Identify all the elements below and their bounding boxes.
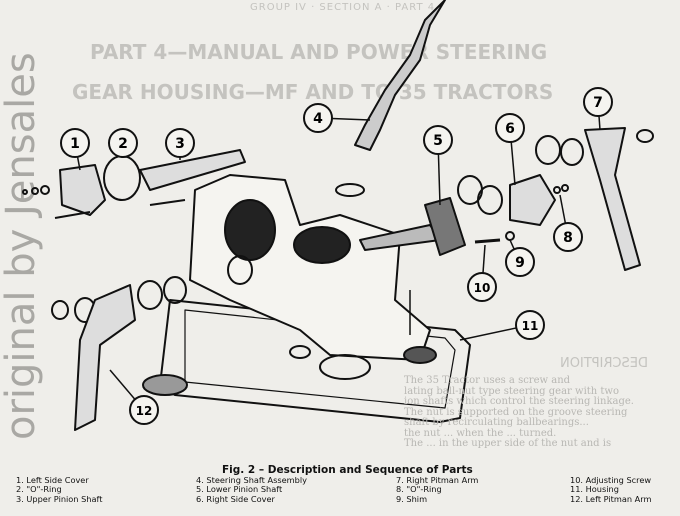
callout-1: 1 [60,128,90,171]
callout-4: 4 [303,103,371,133]
show-through-title-2: GEAR HOUSING—MF AND TO 35 TRACTORS [72,80,554,104]
show-through-line: the nut ... when the ... turned. [404,427,557,439]
legend-column-4: 10. Adjusting Screw 11. Housing 12. Left… [570,475,652,504]
callout-2: 2 [108,128,138,159]
legend-item: 10. Adjusting Screw [570,475,652,485]
right-side-cover [509,174,556,226]
callout-6: 6 [495,113,525,186]
svg-text:5: 5 [433,133,443,149]
left-side-cover [59,164,106,216]
callout-3: 3 [165,128,195,160]
svg-text:12: 12 [136,404,153,418]
legend-item: 12. Left Pitman Arm [570,493,652,504]
legend-item: 4. Steering Shaft Assembly [196,475,307,485]
callout-5: 5 [423,125,453,206]
svg-text:2: 2 [118,136,128,152]
legend-column-1: 1. Left Side Cover 2. "O"-Ring 3. Upper … [16,475,103,504]
svg-text:7: 7 [593,95,603,111]
legend-item: 1. Left Side Cover [16,475,89,485]
legend-item: 7. Right Pitman Arm [396,475,479,485]
svg-text:1: 1 [70,136,80,152]
svg-text:6: 6 [505,121,515,137]
right-pitman-arm [584,127,641,271]
show-through-line: The nut is supported on the groove steer… [404,406,628,418]
svg-text:10: 10 [474,281,491,295]
svg-text:11: 11 [522,319,539,333]
steering-shaft [354,0,446,151]
upper-pinion-shaft [139,149,246,191]
left-pitman-arm [74,284,136,431]
svg-text:4: 4 [313,111,323,127]
show-through-line: The ... in the upper side of the nut and… [404,438,612,449]
legend-item: 9. Shim [396,493,428,504]
show-through-line: ion shafts which control the steering li… [404,396,634,407]
svg-text:8: 8 [563,230,573,246]
legend-column-3: 7. Right Pitman Arm 8. "O"-Ring 9. Shim [396,475,479,504]
callout-7: 7 [583,87,613,131]
legend-item: 11. Housing [570,484,619,495]
callout-8: 8 [553,194,583,252]
show-through-line: lating ball-nut type steering gear with … [404,385,619,397]
svg-text:3: 3 [175,136,185,152]
legend-item: 8. "O"-Ring [396,484,442,495]
show-through-description-heading: DESCRIPTION [560,356,648,371]
callout-12: 12 [109,369,159,425]
callout-10: 10 [467,244,497,302]
show-through-title-1: PART 4—MANUAL AND POWER STEERING [90,40,548,64]
show-through-line: The 35 Tractor uses a screw and [404,375,571,386]
legend-item: 5. Lower Pinion Shaft [196,484,283,495]
svg-text:9: 9 [515,255,525,271]
figure-caption: Fig. 2 – Description and Sequence of Par… [222,464,473,476]
housing-body [189,174,431,361]
callout-11: 11 [459,310,545,341]
callout-9: 9 [505,239,535,277]
legend-item: 3. Upper Pinion Shaft [16,493,103,504]
show-through-header: GROUP IV · SECTION A · PART 4 [250,2,436,13]
legend-column-2: 4. Steering Shaft Assembly 5. Lower Pini… [196,475,307,504]
legend-item: 2. "O"-Ring [16,484,62,495]
legend-item: 6. Right Side Cover [196,493,275,504]
show-through-line: shaft by recirculating ballbearings... [404,417,589,428]
